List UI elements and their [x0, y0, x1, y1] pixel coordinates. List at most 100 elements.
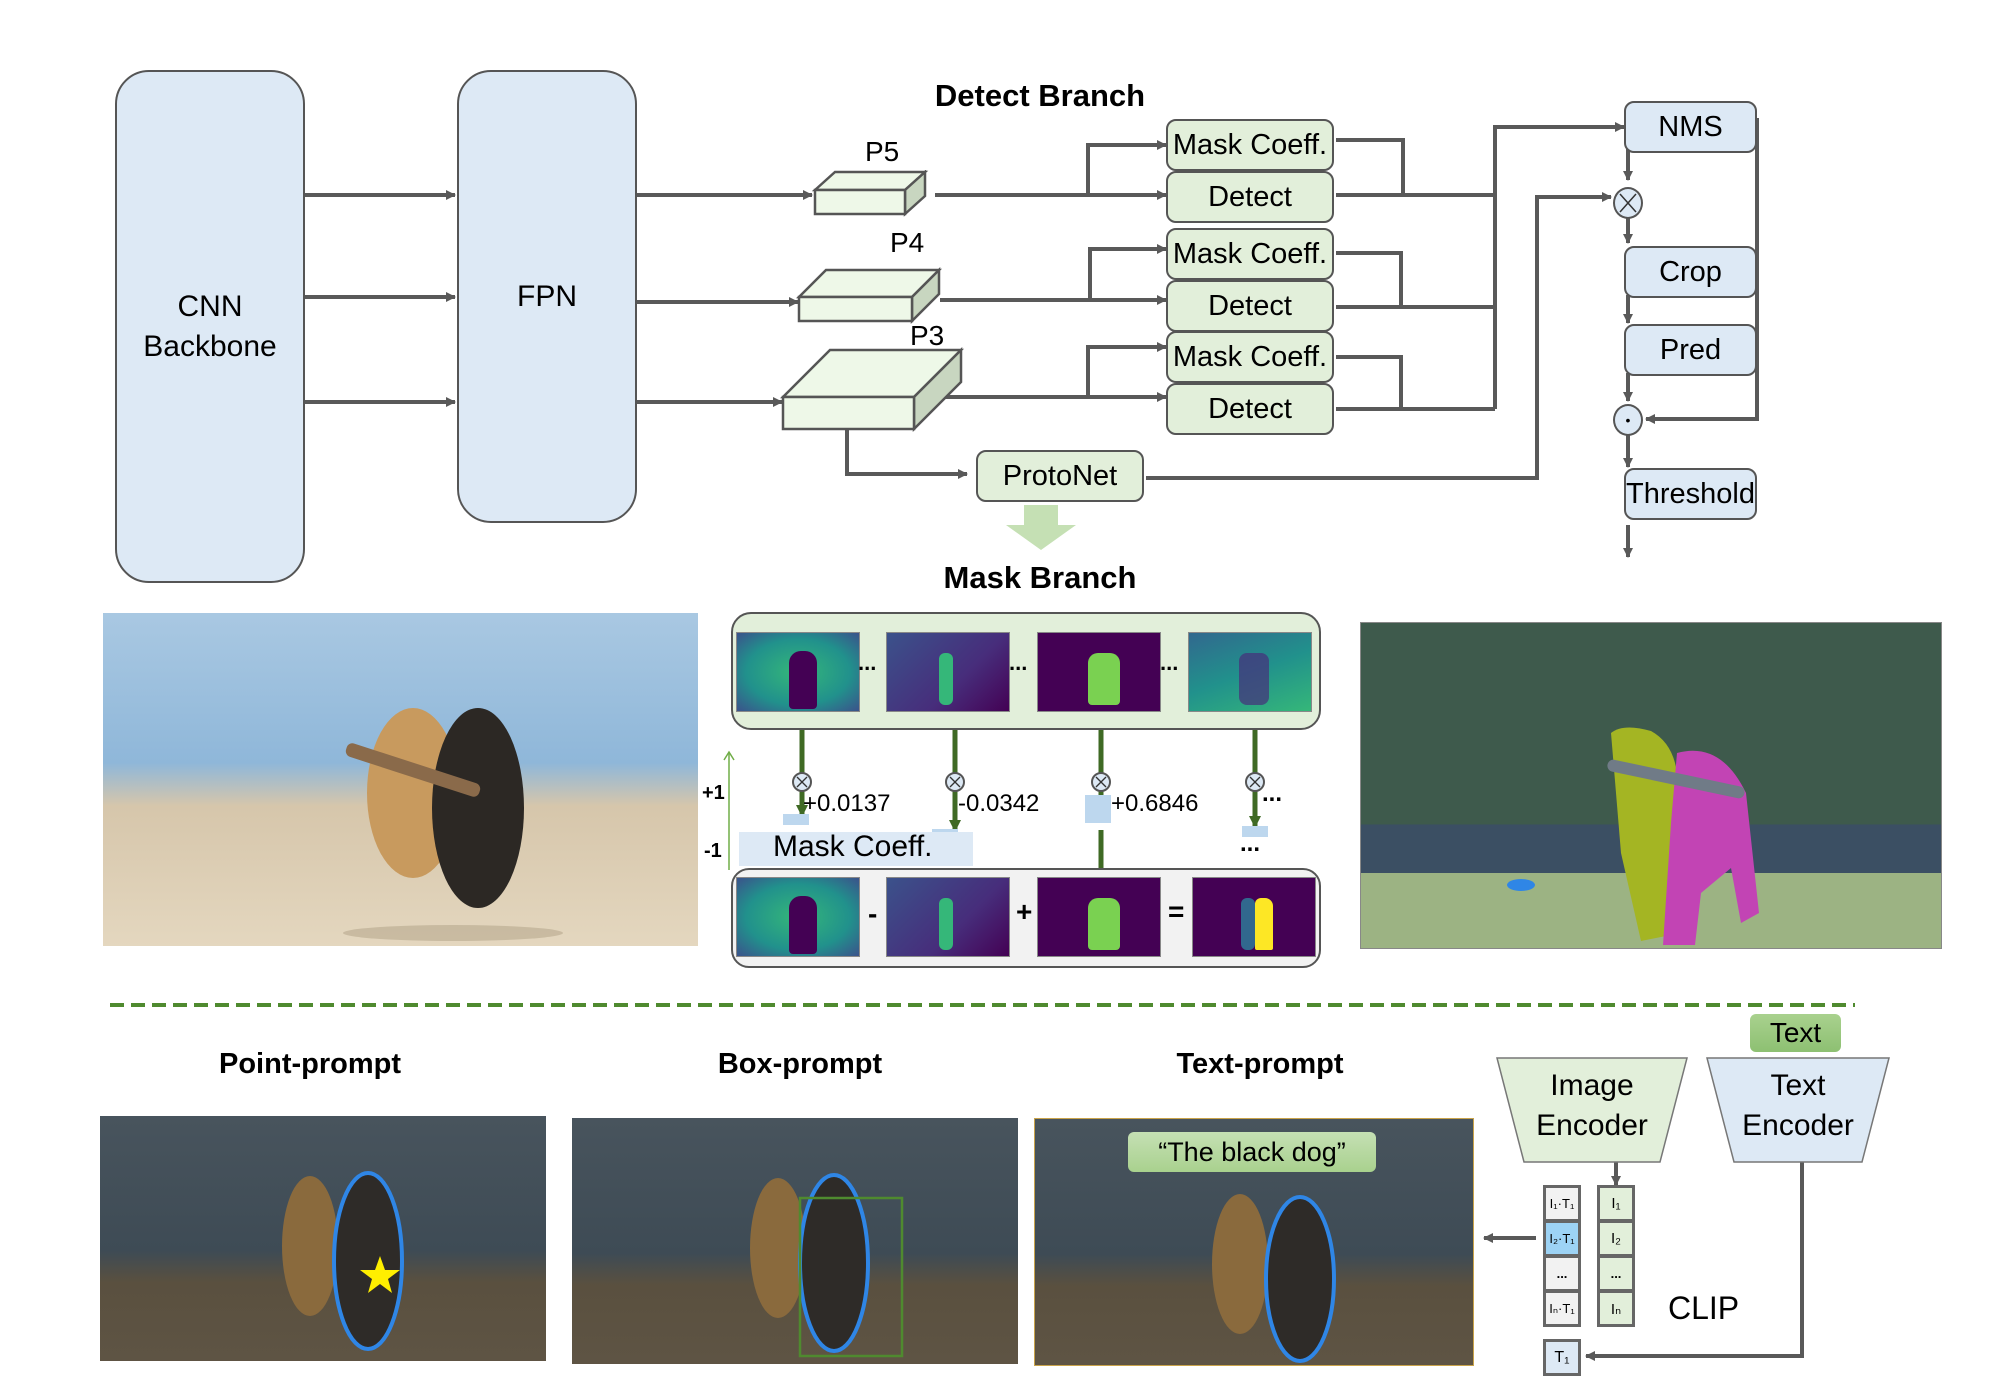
p5-mask-coeff-head[interactable]: Mask Coeff. — [1166, 119, 1334, 171]
text-prompt-title: Text-prompt — [1176, 1048, 1344, 1080]
fpn-block[interactable]: FPN — [457, 70, 637, 523]
prototype-ellipsis-2: ... — [1009, 650, 1028, 675]
scale-plus-one: +1 — [702, 782, 725, 804]
point-prompt-star-icon — [360, 1256, 400, 1293]
coeff-multiply-node-1 — [792, 772, 812, 792]
wire-p3-heads — [945, 347, 1166, 399]
text-encoder-shape[interactable] — [1705, 1056, 1891, 1164]
assembly-input-3 — [1037, 877, 1161, 957]
p3-mask-coeff-head[interactable]: Mask Coeff. — [1166, 331, 1334, 383]
image-embedding-1: I₁ — [1597, 1185, 1635, 1222]
box-prompt-illustration — [750, 1173, 904, 1358]
crop-block[interactable]: Crop — [1624, 246, 1757, 298]
cnn-backbone-block[interactable]: CNN Backbone — [115, 70, 305, 583]
coeff-value-2: -0.0342 — [958, 790, 1040, 817]
coeff-bar-1 — [783, 814, 809, 825]
p5-label: P5 — [865, 136, 900, 167]
assembly-input-2 — [886, 877, 1010, 957]
scale-minus-one: -1 — [704, 840, 722, 862]
text-encoder-label: Text Encoder — [1705, 1066, 1891, 1146]
wire-p3-protonet — [845, 430, 968, 479]
prototype-ellipsis-1: ... — [858, 650, 877, 675]
mask-coeff-label: Mask Coeff. — [773, 830, 933, 863]
input-image — [103, 613, 698, 946]
prototype-ellipsis-3: ... — [1160, 650, 1179, 675]
similarity-cell-4: Iₙ·T₁ — [1543, 1290, 1581, 1327]
fpn-label: FPN — [517, 280, 577, 313]
coeff-multiply-node-3 — [1091, 772, 1111, 792]
detect-branch-title: Detect Branch — [934, 78, 1146, 113]
p4-label: P4 — [890, 227, 925, 258]
prototype-3[interactable] — [1037, 632, 1161, 712]
coeff-bar-3 — [1085, 795, 1111, 823]
p4-feature-map[interactable] — [796, 267, 944, 327]
wire-bus-nms — [1493, 122, 1625, 409]
image-embedding-4: Iₙ — [1597, 1290, 1635, 1327]
operator-minus: - — [868, 898, 878, 929]
protonet-block[interactable]: ProtoNet — [976, 450, 1144, 502]
image-encoder-shape[interactable] — [1495, 1056, 1689, 1164]
assembled-mask-output — [1192, 877, 1316, 957]
pred-block[interactable]: Pred — [1624, 324, 1757, 376]
wire-heads-merge-1 — [1336, 138, 1405, 197]
similarity-cell-2-highlighted[interactable]: I₂·T₁ — [1543, 1220, 1581, 1257]
similarity-cell-3: ... — [1543, 1255, 1581, 1292]
segmentation-output-image — [1360, 622, 1942, 949]
wire-text-encoder-t1 — [1585, 1160, 1804, 1361]
coeff-multiply-node-2 — [945, 772, 965, 792]
clip-label: CLIP — [1668, 1290, 1740, 1326]
p3-detect-head[interactable]: Detect — [1166, 383, 1334, 435]
image-encoder-line2: Encoder — [1536, 1109, 1648, 1142]
p5-detect-head[interactable]: Detect — [1166, 171, 1334, 223]
text-prompt-image[interactable]: “The black dog” — [1034, 1118, 1474, 1366]
point-prompt-image[interactable] — [100, 1116, 546, 1361]
cnn-backbone-label-line2: Backbone — [143, 329, 277, 363]
operator-plus: + — [1016, 896, 1033, 927]
coeff-value-4: ... — [1262, 780, 1283, 807]
box-prompt-title: Box-prompt — [717, 1048, 883, 1080]
similarity-cell-1: I₁·T₁ — [1543, 1185, 1581, 1222]
box-prompt-image[interactable] — [572, 1118, 1018, 1364]
multiply-node — [1613, 187, 1643, 219]
wire-protonet-multiply — [1146, 192, 1612, 480]
point-prompt-title: Point-prompt — [218, 1048, 401, 1080]
image-encoder-line1: Image — [1550, 1069, 1634, 1102]
image-embedding-3: ... — [1597, 1255, 1635, 1292]
coeff-ellipsis-below: ... — [1240, 830, 1261, 857]
point-prompt-illustration — [282, 1171, 404, 1351]
text-encoder-line2: Encoder — [1742, 1109, 1854, 1142]
threshold-block[interactable]: Threshold — [1624, 468, 1757, 520]
multiply-icon — [1619, 193, 1637, 213]
dogs-photo-illustration — [343, 708, 563, 941]
mask-coeff-label-band — [739, 832, 973, 866]
image-encoder-label: Image Encoder — [1495, 1066, 1689, 1146]
p4-detect-head[interactable]: Detect — [1166, 280, 1334, 332]
image-embedding-2: I₂ — [1597, 1220, 1635, 1257]
coeff-value-1: +0.0137 — [803, 790, 891, 817]
p5-feature-map[interactable] — [812, 170, 930, 218]
p3-feature-map[interactable] — [780, 347, 966, 433]
dot-product-icon: • — [1625, 412, 1631, 428]
wire-p4-heads — [940, 249, 1166, 302]
prototype-2[interactable] — [886, 632, 1010, 712]
prototype-1[interactable] — [736, 632, 860, 712]
wire-heads-merge-3 — [1336, 355, 1403, 411]
nms-block[interactable]: NMS — [1624, 101, 1757, 153]
mask-branch-down-arrow — [1006, 505, 1076, 550]
text-encoder-line1: Text — [1770, 1069, 1826, 1102]
dot-product-node: • — [1613, 404, 1643, 436]
coeff-value-3: +0.6846 — [1111, 790, 1199, 817]
wire-heads-merge-2 — [1336, 251, 1403, 309]
text-input-chip: Text — [1750, 1014, 1841, 1052]
p4-mask-coeff-head[interactable]: Mask Coeff. — [1166, 228, 1334, 280]
prototype-4[interactable] — [1188, 632, 1312, 712]
cnn-backbone-label-line1: CNN — [177, 289, 243, 323]
bounding-box-prompt — [798, 1196, 904, 1358]
coeff-bar-4 — [1242, 826, 1268, 837]
instance-masks-illustration — [1507, 727, 1759, 945]
operator-equals: = — [1168, 896, 1185, 927]
coeff-multiply-node-4 — [1245, 772, 1265, 792]
mask-branch-title: Mask Branch — [943, 560, 1137, 595]
text-embedding-t1: T₁ — [1543, 1339, 1581, 1376]
